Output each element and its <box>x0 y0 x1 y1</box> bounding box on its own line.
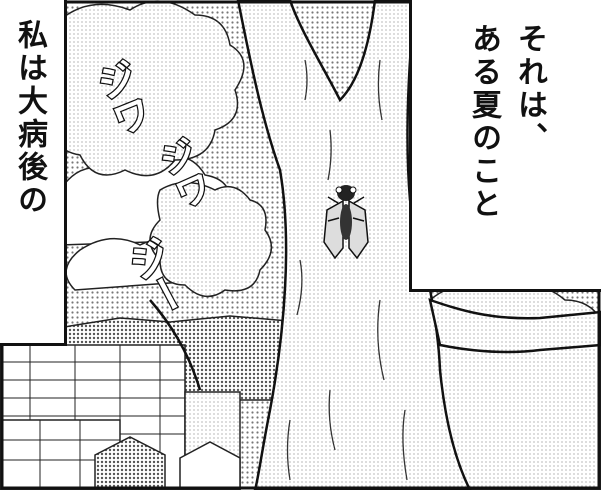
bark-marks <box>286 59 408 481</box>
tree-branch <box>428 298 601 354</box>
caption-text-right: それは、ある夏のこと <box>460 23 552 221</box>
sfx-tail-line <box>149 299 202 391</box>
cicada <box>323 185 369 260</box>
foliage-left <box>40 0 273 298</box>
caption-box-left: 私は大病後の <box>0 0 67 346</box>
caption-line-1: それは、 <box>512 23 547 155</box>
caption-box-right: それは、ある夏のこと <box>409 0 601 292</box>
buildings <box>0 344 241 490</box>
caption-line-2: ある夏のこと <box>466 23 501 221</box>
caption-text-left: 私は大病後の <box>12 19 47 217</box>
